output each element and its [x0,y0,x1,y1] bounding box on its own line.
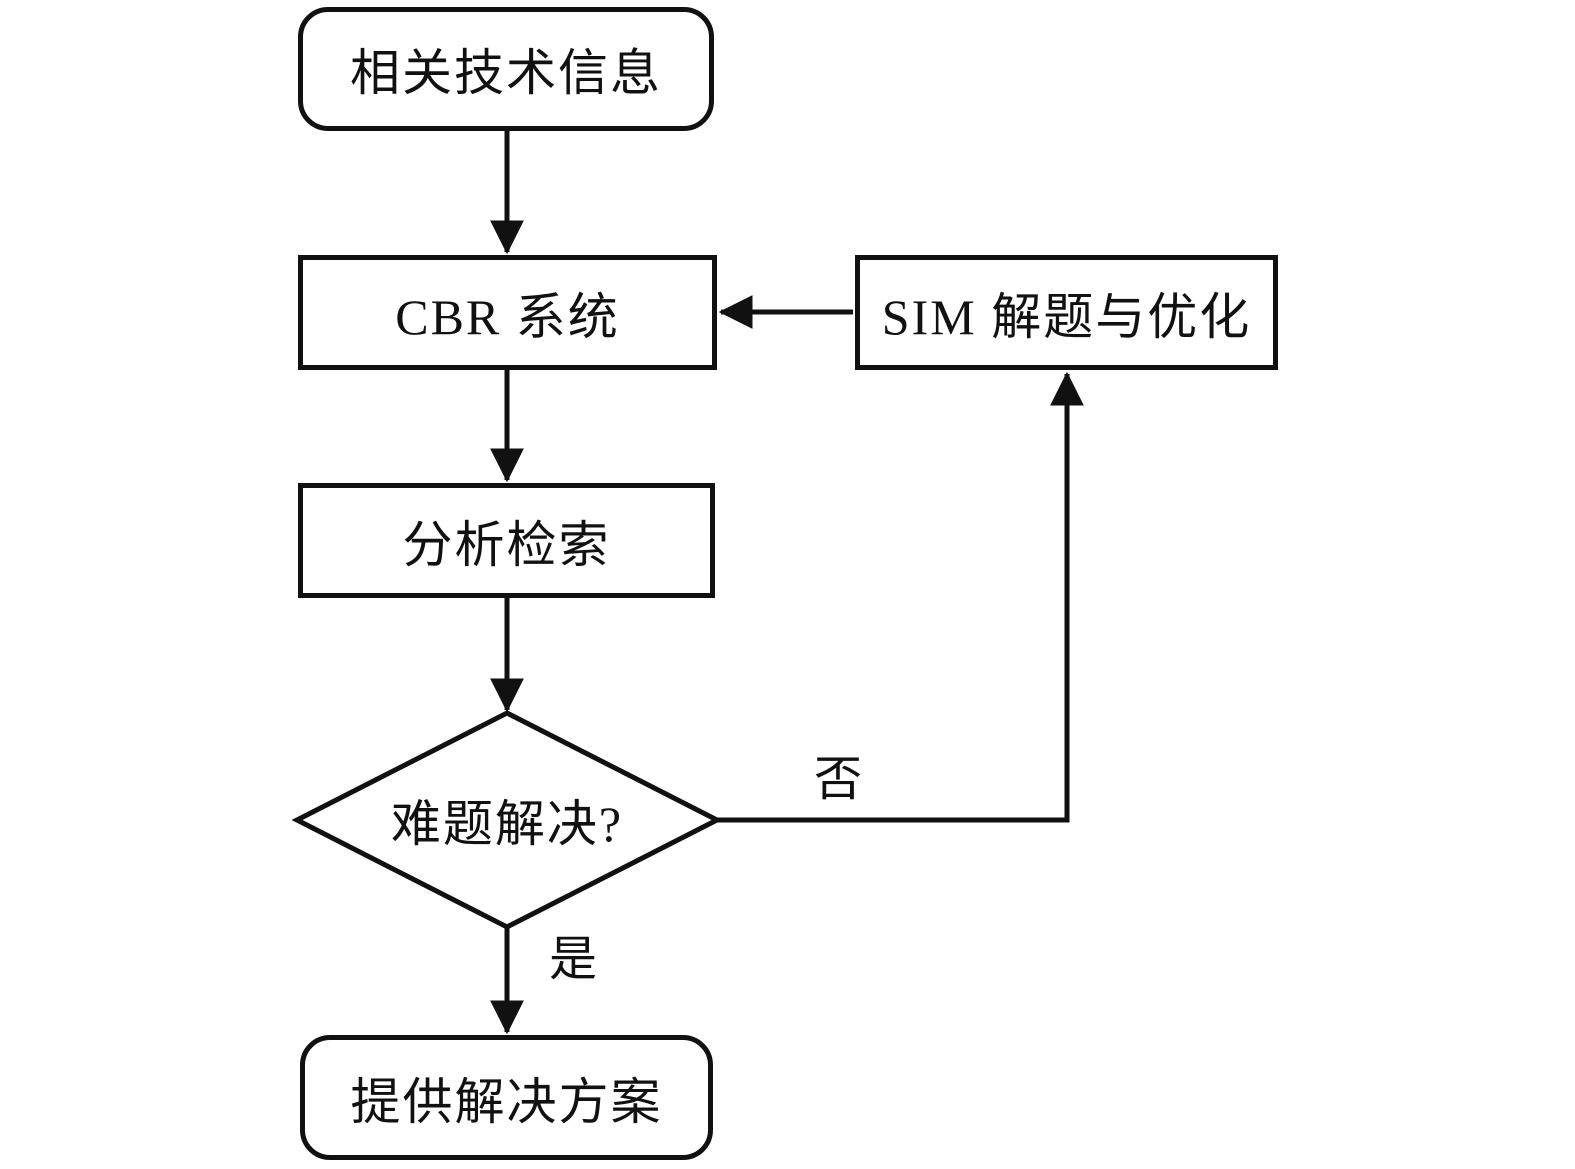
node-sim-solver: SIM 解题与优化 [855,255,1278,370]
node-sim-solver-label: SIM 解题与优化 [881,288,1252,345]
decision-diamond-shape [291,710,723,930]
edge-label-no: 否 [813,753,863,806]
node-analysis-retrieval-label: 分析检索 [402,516,611,573]
node-analysis-retrieval: 分析检索 [298,483,715,598]
node-related-tech-info: 相关技术信息 [298,7,714,131]
edge-decision-no-to-sim [717,371,1084,823]
node-cbr-system-label: CBR 系统 [395,288,620,345]
node-problem-solved-label: 难题解决? [390,796,624,852]
node-related-tech-info-label: 相关技术信息 [350,45,662,101]
node-provide-solution: 提供解决方案 [300,1035,713,1160]
node-provide-solution-label: 提供解决方案 [350,1073,663,1130]
edge-label-yes: 是 [548,933,598,986]
node-cbr-system: CBR 系统 [298,255,717,370]
